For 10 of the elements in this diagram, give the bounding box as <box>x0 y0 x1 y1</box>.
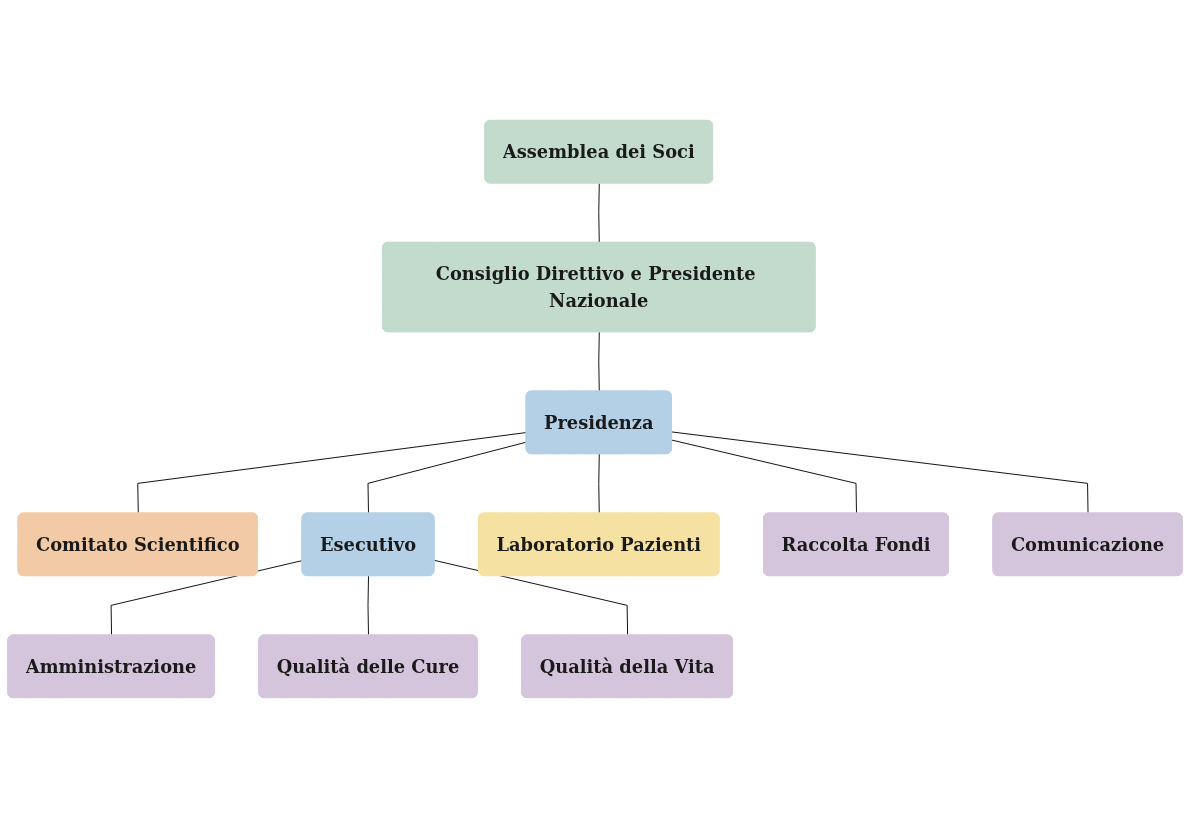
connector <box>137 432 528 515</box>
connector <box>598 331 600 393</box>
connector <box>110 560 304 637</box>
connector <box>671 439 857 515</box>
connector <box>367 575 369 637</box>
connector <box>433 559 629 637</box>
connector <box>367 441 528 515</box>
connector <box>598 182 600 244</box>
connector <box>598 453 600 515</box>
connector <box>671 431 1089 515</box>
